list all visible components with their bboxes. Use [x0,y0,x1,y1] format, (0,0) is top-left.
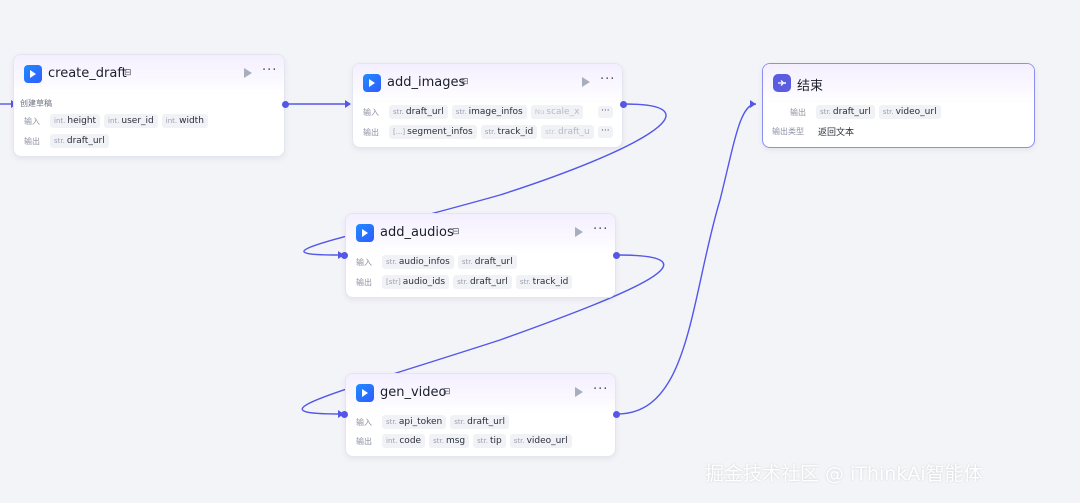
param-tag: str.video_url [509,434,572,448]
plugin-icon [356,224,374,242]
input-label: 输入 [363,107,379,117]
cache-icon: ⊟ [124,68,132,78]
node-gen-video[interactable]: gen_video ⊟ ··· 输入 str.api_token str.dra… [345,373,616,457]
output-label: 输出 [24,136,40,146]
watermark: 掘金技术社区 @ iThinkAi智能体 [705,463,983,485]
node-header: create_draft ⊟ ··· [14,55,284,95]
node-header: 结束 [763,64,1034,104]
plugin-icon [363,74,381,92]
output-label: 输出 [363,127,379,137]
input-port[interactable] [341,411,348,418]
node-end[interactable]: 结束 输出 str.draft_url str.video_url 输出类型 返… [762,63,1035,148]
output-row: 输出 str.draft_url str.video_url [790,105,945,119]
param-tag: str.draft_u [541,125,594,139]
more-params-button[interactable]: ··· [598,126,613,138]
node-header: gen_video ⊟ ··· [346,374,615,414]
param-tag: str.track_id [480,125,538,139]
input-label: 输入 [24,116,40,126]
cache-icon: ⊟ [443,387,451,397]
node-title: add_audios [380,225,454,240]
output-type-value: 返回文本 [818,127,855,138]
param-tag: str.api_token [382,415,447,429]
param-tag: str.draft_url [453,275,512,289]
node-description: 创建草稿 [20,99,52,108]
param-tag: str.audio_infos [382,255,454,269]
input-row: 输入 str.audio_infos str.draft_url [356,255,521,269]
param-tag: str.draft_url [50,134,109,148]
node-add-audios[interactable]: add_audios ⊟ ··· 输入 str.audio_infos str.… [345,213,616,298]
param-tag: str.msg [429,434,470,448]
output-row: 输出 [str]audio_ids str.draft_url str.trac… [356,275,576,289]
param-tag: [str]audio_ids [382,275,450,289]
cache-icon: ⊟ [452,227,460,237]
param-tag: int.code [382,434,426,448]
input-row: 输入 str.api_token str.draft_url [356,415,513,429]
input-label: 输入 [356,257,372,267]
param-tag: str.draft_url [816,105,875,119]
more-params-button[interactable]: ··· [598,106,613,118]
input-row: 输入 int.height int.user_id int.width [24,114,212,128]
more-options-button[interactable]: ··· [262,63,278,78]
param-tag: str.tip [473,434,506,448]
node-title: add_images [387,75,466,90]
param-tag: [...]segment_infos [389,125,477,139]
output-row: 输出 int.code str.msg str.tip str.video_ur… [356,434,576,448]
output-label: 输出 [356,436,372,446]
input-label: 输入 [356,417,372,427]
cache-icon: ⊟ [461,77,469,87]
more-options-button[interactable]: ··· [600,72,616,87]
play-icon[interactable] [582,77,590,87]
param-tag: int.width [161,114,208,128]
edge-gen-to-end [616,103,757,415]
plugin-icon [356,384,374,402]
end-icon [773,74,791,92]
param-tag: str.draft_url [450,415,509,429]
node-header: add_audios ⊟ ··· [346,214,615,254]
node-add-images[interactable]: add_images ⊟ ··· 输入 str.draft_url str.im… [352,63,623,148]
param-tag: str.track_id [515,275,573,289]
output-port[interactable] [620,101,627,108]
node-title: 结束 [797,79,824,94]
output-row: 输出 [...]segment_infos str.track_id str.d… [363,125,598,139]
output-port[interactable] [613,411,620,418]
param-tag: str.image_infos [451,105,527,119]
more-options-button[interactable]: ··· [593,382,609,397]
param-tag: str.draft_url [389,105,448,119]
more-options-button[interactable]: ··· [593,222,609,237]
plugin-icon [24,65,42,83]
node-title: gen_video [380,385,447,400]
param-tag: str.video_url [878,105,941,119]
play-icon[interactable] [244,68,252,78]
input-port[interactable] [341,252,348,259]
output-port[interactable] [282,101,289,108]
output-label: 输出 [790,107,806,117]
node-create-draft[interactable]: create_draft ⊟ ··· 创建草稿 输入 int.height in… [13,54,285,157]
param-tag: int.user_id [104,114,158,128]
node-header: add_images ⊟ ··· [353,64,622,104]
param-tag: str.draft_url [457,255,517,269]
arrow-head-images [345,100,351,108]
output-type-label: 输出类型 [772,126,804,136]
arrow-head-end [750,100,756,108]
play-icon[interactable] [575,387,583,397]
node-title: create_draft [48,66,127,81]
output-label: 输出 [356,277,372,287]
play-icon[interactable] [575,227,583,237]
param-tag: int.height [50,114,101,128]
output-type-row: 输出类型 返回文本 [772,124,854,138]
output-port[interactable] [613,252,620,259]
output-row: 输出 str.draft_url [24,134,113,148]
